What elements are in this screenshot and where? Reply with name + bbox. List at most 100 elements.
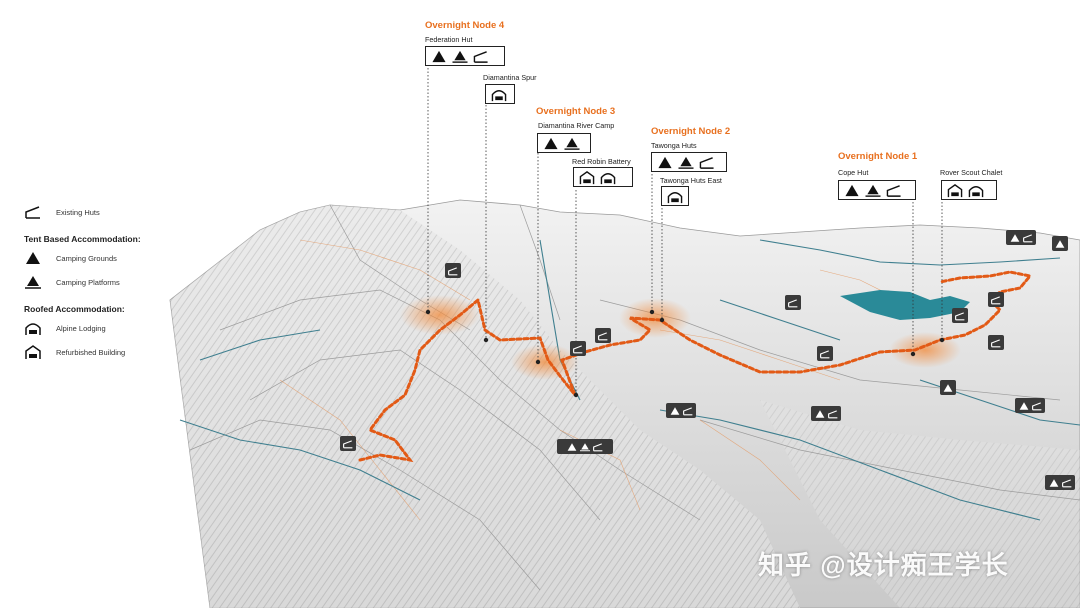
node-2-sub-site-icons[interactable] xyxy=(661,186,689,206)
leader-lines xyxy=(427,68,943,395)
terrain-shading-east xyxy=(760,400,1080,608)
map-marker-existing-hut[interactable] xyxy=(595,328,611,343)
legend-existing-huts-label: Existing Huts xyxy=(56,207,100,217)
map-marker-existing-hut[interactable] xyxy=(570,341,586,356)
node-4-title: Overnight Node 4 xyxy=(425,20,505,31)
legend-tent-heading: Tent Based Accommodation: xyxy=(24,234,141,244)
refurbished-building-icon xyxy=(947,183,963,197)
existing-hut-icon xyxy=(991,338,1001,347)
camping-platform-icon xyxy=(25,276,41,289)
node-4-glow xyxy=(400,295,480,335)
node-3-title: Overnight Node 3 xyxy=(536,106,616,117)
lake xyxy=(840,290,970,320)
node-4-site-icons[interactable] xyxy=(425,46,505,66)
map-marker-camping-ground[interactable] xyxy=(1052,236,1068,251)
map-marker-camp-and-hut[interactable] xyxy=(811,406,841,421)
map-marker-camping-ground[interactable] xyxy=(940,380,956,395)
legend-camping-platforms-label: Camping Platforms xyxy=(56,277,120,287)
map-marker-camp-platform-hut[interactable] xyxy=(557,439,613,454)
node-3-sub-site-label: Red Robin Battery xyxy=(572,157,631,166)
existing-hut-icon xyxy=(699,156,714,169)
map-marker-existing-hut[interactable] xyxy=(785,295,801,310)
camping-ground-icon xyxy=(815,409,824,418)
existing-hut-icon xyxy=(593,442,603,451)
terrain-shading xyxy=(170,205,800,608)
refurbished-building-icon xyxy=(25,345,41,359)
existing-hut-icon xyxy=(788,298,798,307)
existing-hut-icon xyxy=(1031,401,1041,410)
map-marker-camp-and-hut[interactable] xyxy=(1006,230,1036,245)
map-marker-camp-and-hut[interactable] xyxy=(666,403,696,418)
alpine-lodging-icon xyxy=(491,89,507,101)
existing-hut-icon xyxy=(827,409,837,418)
camping-ground-icon xyxy=(670,406,679,415)
node-3-sub-site-icons[interactable] xyxy=(573,167,633,187)
node-4-site-label: Federation Hut xyxy=(425,35,473,44)
camping-ground-icon xyxy=(658,156,672,168)
existing-hut-icon xyxy=(25,206,40,219)
existing-hut-icon xyxy=(448,266,458,275)
existing-hut-icon xyxy=(955,311,965,320)
camping-ground-icon xyxy=(1055,239,1065,248)
existing-hut-icon xyxy=(343,439,353,448)
legend-roofed-heading: Roofed Accommodation: xyxy=(24,304,125,314)
map-marker-existing-hut[interactable] xyxy=(817,346,833,361)
node-1-sub-site-icons[interactable] xyxy=(941,180,997,200)
camping-ground-icon xyxy=(26,252,40,264)
alpine-lodging-icon xyxy=(968,185,984,197)
legend-refurbished-building: Refurbished Building xyxy=(24,340,204,364)
camping-platform-icon xyxy=(580,442,590,451)
node-1-sub-site-label: Rover Scout Chalet xyxy=(940,168,1003,177)
map-marker-camp-and-hut[interactable] xyxy=(1045,475,1075,490)
map-marker-existing-hut[interactable] xyxy=(952,308,968,323)
legend-camping-grounds: Camping Grounds xyxy=(24,246,204,270)
existing-hut-icon xyxy=(573,344,583,353)
rivers xyxy=(179,239,1080,521)
existing-hut-icon xyxy=(820,349,830,358)
existing-hut-icon xyxy=(1022,233,1032,242)
camping-ground-icon xyxy=(845,184,859,196)
node-2-site-icons[interactable] xyxy=(651,152,727,172)
legend-camping-platforms: Camping Platforms xyxy=(24,270,204,294)
camping-platform-icon xyxy=(452,50,468,63)
camping-ground-icon xyxy=(943,383,953,392)
node-3-site-icons[interactable] xyxy=(537,133,591,153)
node-3-site-label: Diamantina River Camp xyxy=(538,121,615,130)
existing-hut-icon xyxy=(1061,478,1071,487)
node-2-title: Overnight Node 2 xyxy=(651,126,731,137)
map-legend: Existing Huts Tent Based Accommodation: … xyxy=(24,200,204,364)
map-marker-existing-hut[interactable] xyxy=(988,292,1004,307)
map-marker-existing-hut[interactable] xyxy=(445,263,461,278)
node-4-sub-site-icons[interactable] xyxy=(485,84,515,104)
camping-ground-icon xyxy=(567,442,577,451)
node-dots xyxy=(425,309,945,398)
map-marker-camp-and-hut[interactable] xyxy=(1015,398,1045,413)
existing-hut-icon xyxy=(598,331,608,340)
alpine-lodging-icon xyxy=(25,323,41,335)
map-marker-existing-hut[interactable] xyxy=(340,436,356,451)
node-1-site-icons[interactable] xyxy=(838,180,916,200)
camping-ground-icon xyxy=(432,50,446,62)
existing-hut-icon xyxy=(886,184,901,197)
node-2-sub-site-label: Tawonga Huts East xyxy=(660,176,722,185)
node-3-glow xyxy=(511,344,579,380)
watermark: 知乎 @设计痴王学长 xyxy=(758,550,1009,580)
camping-platform-icon xyxy=(865,184,881,197)
legend-refurbished-building-label: Refurbished Building xyxy=(56,347,126,357)
map-marker-existing-hut[interactable] xyxy=(988,335,1004,350)
camping-platform-icon xyxy=(564,137,580,150)
existing-hut-icon xyxy=(473,50,488,63)
existing-hut-icon xyxy=(991,295,1001,304)
existing-hut-icon xyxy=(682,406,692,415)
legend-existing-huts: Existing Huts xyxy=(24,200,204,224)
camping-ground-icon xyxy=(1010,233,1019,242)
node-1-title: Overnight Node 1 xyxy=(838,151,918,162)
camping-ground-icon xyxy=(544,137,558,149)
legend-camping-grounds-label: Camping Grounds xyxy=(56,253,117,263)
node-4-sub-site-label: Diamantina Spur xyxy=(483,73,537,82)
node-2-site-label: Tawonga Huts xyxy=(651,141,697,150)
refurbished-building-icon xyxy=(579,170,595,184)
camping-ground-icon xyxy=(1019,401,1028,410)
legend-alpine-lodging: Alpine Lodging xyxy=(24,316,204,340)
camping-ground-icon xyxy=(1049,478,1058,487)
